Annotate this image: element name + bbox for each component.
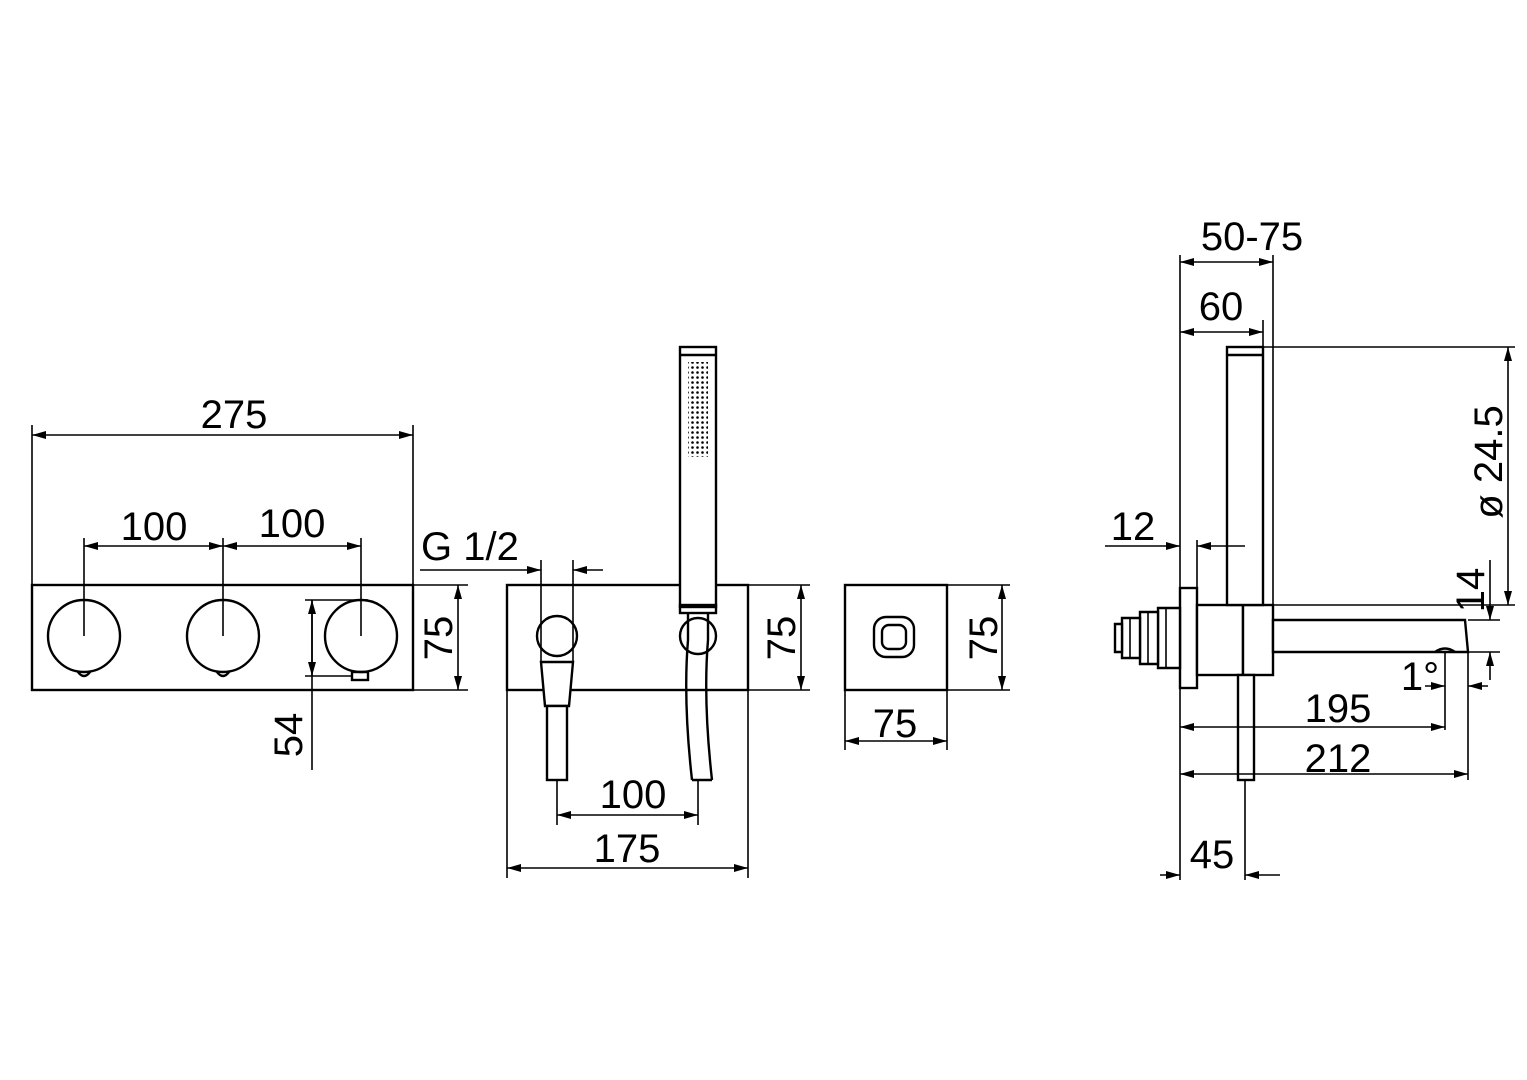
diverter-button bbox=[872, 615, 916, 659]
small-plate bbox=[843, 583, 949, 692]
dim-front-width: 275 bbox=[201, 393, 268, 437]
dim-front-height: 75 bbox=[417, 616, 461, 661]
dim-middle-height: 75 bbox=[760, 616, 804, 661]
side-view: 50-75 60 12 ø 24.5 14 1° 195 212 bbox=[1105, 215, 1515, 880]
side-wall-plate bbox=[1178, 586, 1199, 690]
spray-holes bbox=[688, 362, 708, 457]
dim-front-center: 54 bbox=[267, 713, 311, 758]
small-view: 75 75 bbox=[843, 583, 1010, 750]
side-spout bbox=[1271, 618, 1470, 654]
dim-small-height: 75 bbox=[962, 616, 1006, 661]
dim-small-width: 75 bbox=[873, 702, 918, 746]
dim-side-60: 60 bbox=[1199, 285, 1244, 329]
dim-thread: G 1/2 bbox=[421, 525, 519, 569]
dim-side-angle: 1° bbox=[1401, 655, 1439, 699]
middle-plate bbox=[505, 583, 750, 692]
dim-side-range: 50-75 bbox=[1201, 215, 1303, 259]
middle-knob bbox=[535, 614, 579, 658]
front-view: 275 100 100 75 54 bbox=[30, 393, 468, 770]
dim-middle-spacing: 100 bbox=[600, 773, 667, 817]
side-hand-shower bbox=[1225, 345, 1265, 607]
dim-middle-width: 175 bbox=[594, 827, 661, 871]
dim-side-12: 12 bbox=[1111, 505, 1156, 549]
dim-front-spacing-2: 100 bbox=[259, 502, 326, 546]
middle-view: G 1/2 75 100 175 bbox=[420, 345, 810, 878]
dim-side-212: 212 bbox=[1305, 737, 1372, 781]
dim-side-45: 45 bbox=[1190, 833, 1235, 877]
dim-side-195: 195 bbox=[1305, 687, 1372, 731]
dim-front-spacing-1: 100 bbox=[121, 505, 188, 549]
dim-side-diameter: ø 24.5 bbox=[1467, 405, 1511, 518]
dim-side-14: 14 bbox=[1449, 568, 1493, 613]
